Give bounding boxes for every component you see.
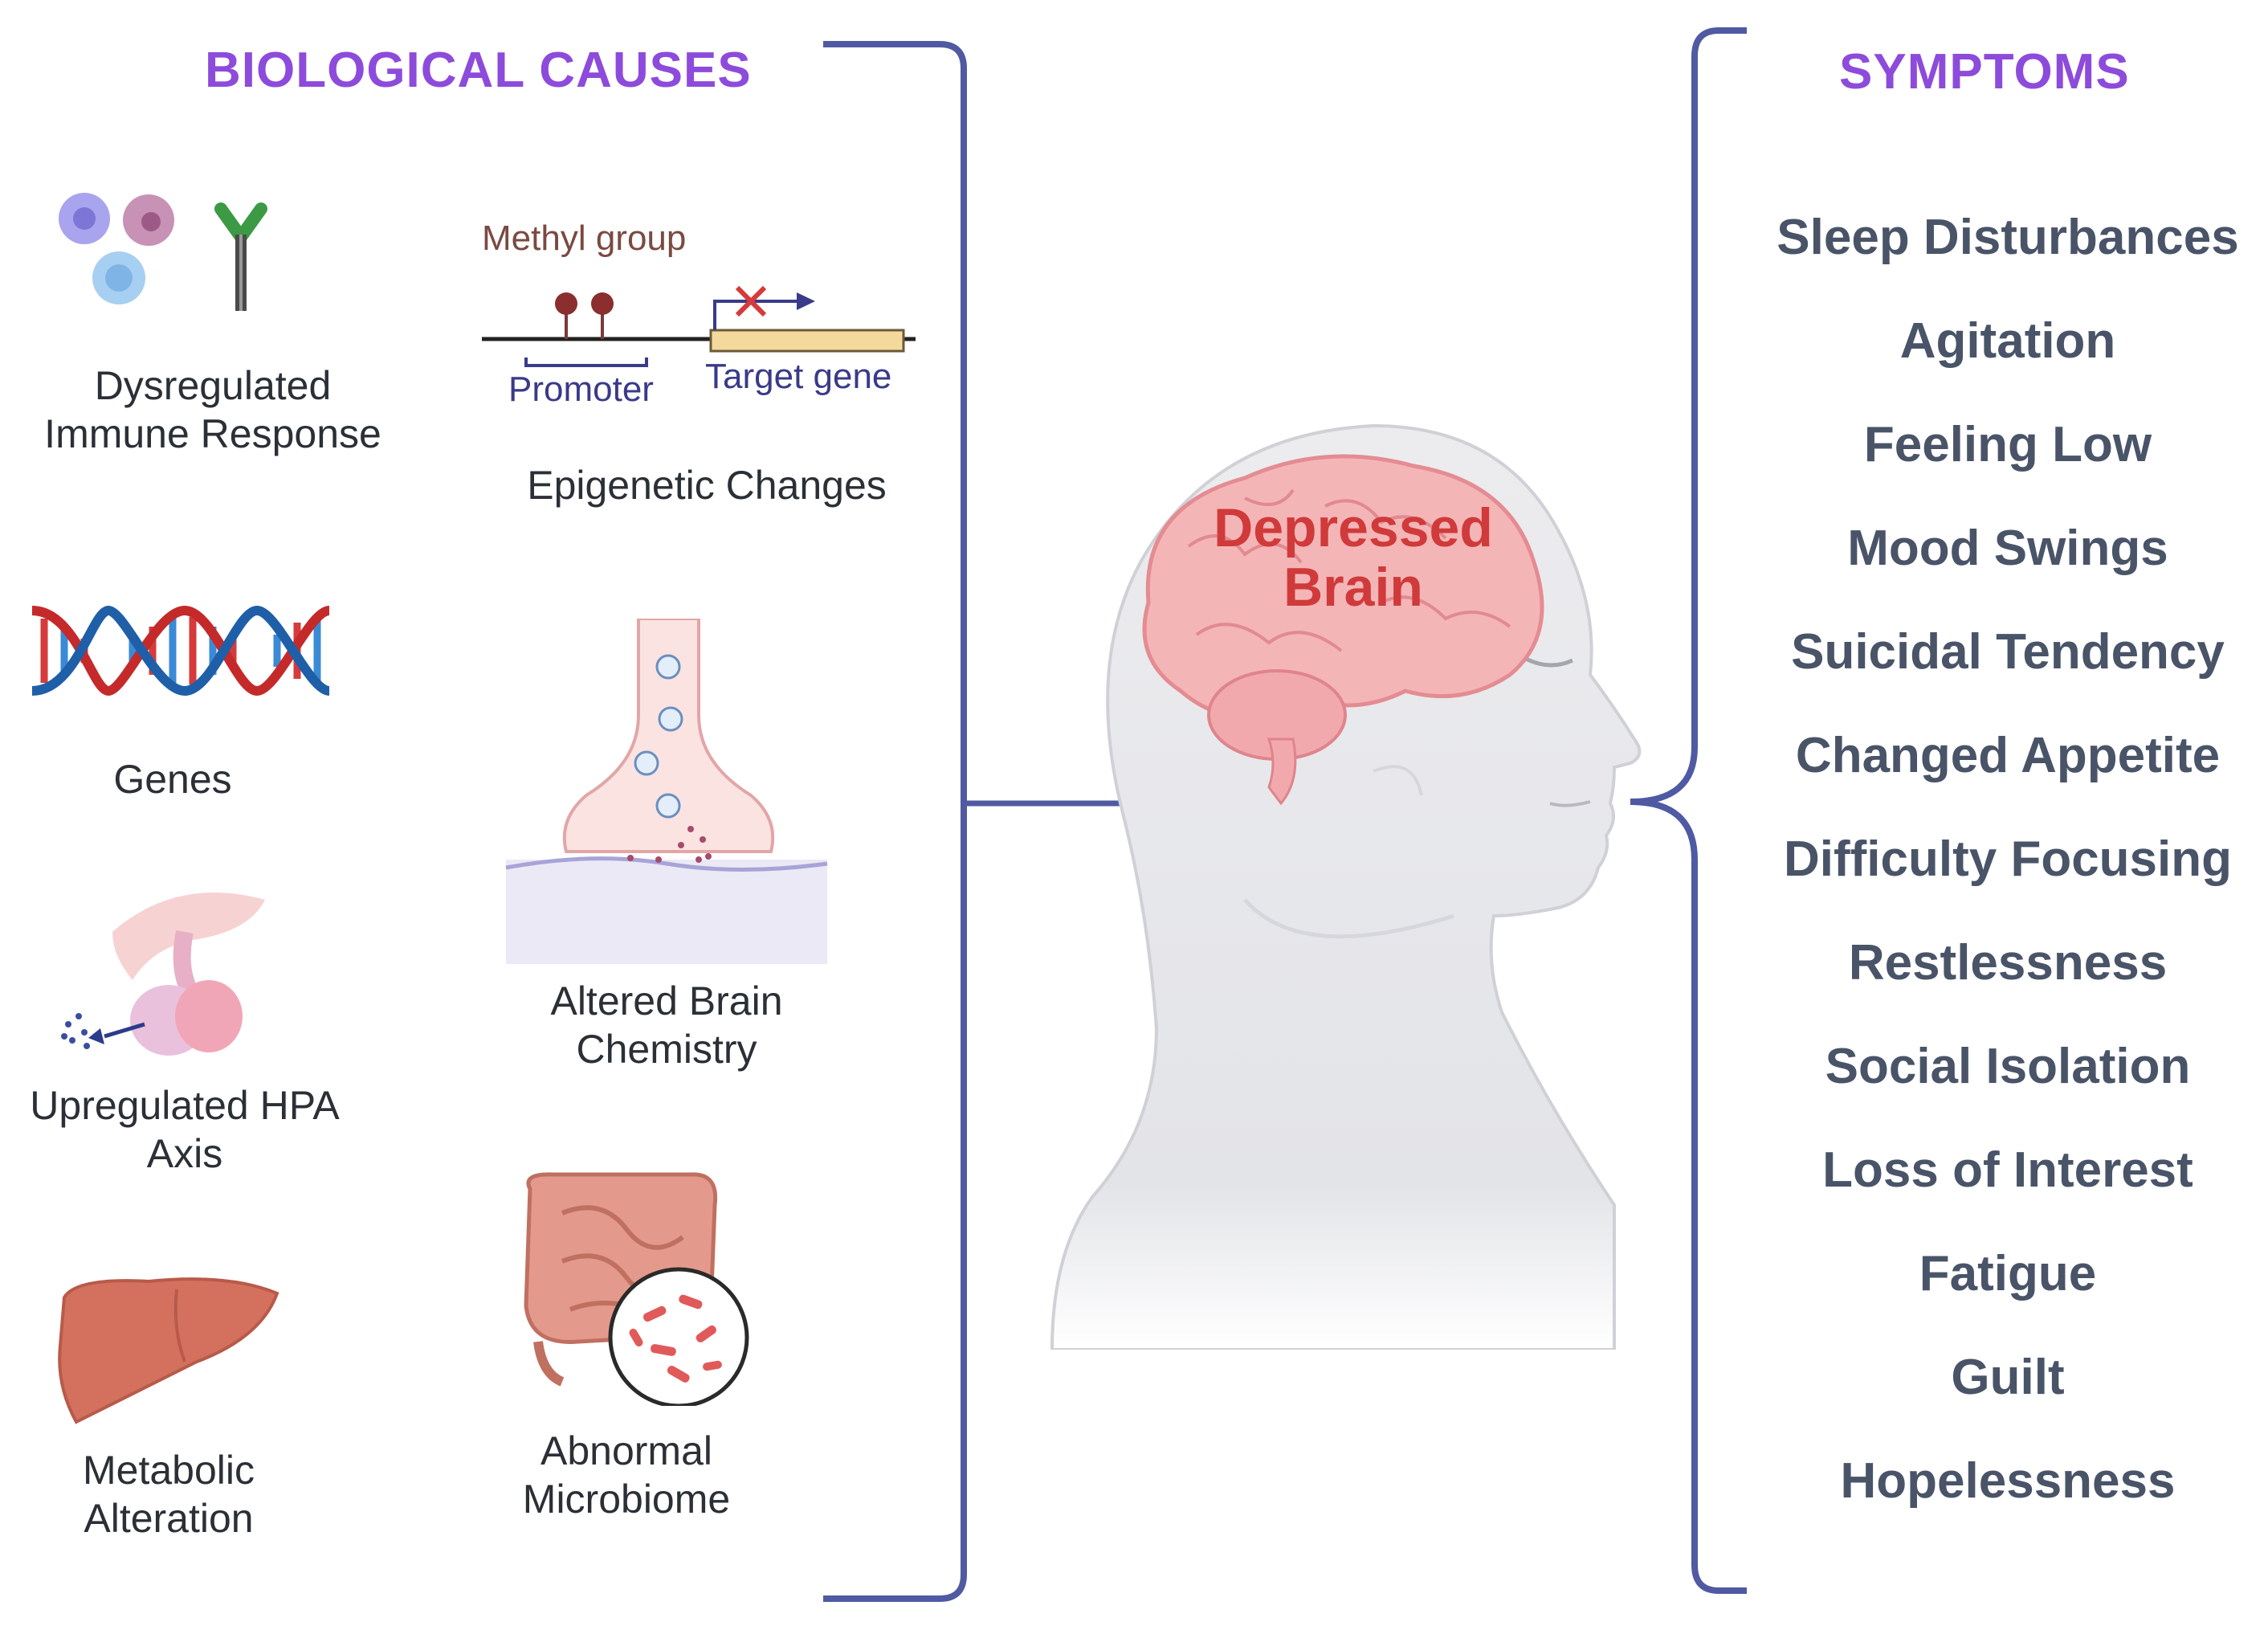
biological-causes-heading: BIOLOGICAL CAUSES [205, 43, 752, 98]
symptoms-brace [1630, 27, 1747, 1594]
symptom-item: Difficulty Focusing [1784, 831, 2232, 887]
abnormal-microbiome-label: Abnormal Microbiome [522, 1428, 731, 1522]
symptom-item: Fatigue [1919, 1246, 2097, 1301]
upregulated-hpa-axis-label: Upregulated HPA Axis [30, 1083, 340, 1176]
liver-icon [58, 1277, 279, 1424]
head-profile-icon [1050, 423, 1642, 1350]
symptom-item: Suicidal Tendency [1791, 624, 2225, 680]
hpa-axis-icon [61, 893, 265, 1056]
symptom-item: Hopelessness [1840, 1453, 2176, 1509]
epigenetic-gene-icon [482, 285, 916, 367]
immune-cells-icon [59, 193, 267, 311]
symptoms-heading: SYMPTOMS [1839, 44, 2130, 100]
symptom-item: Loss of Interest [1822, 1142, 2193, 1198]
immune-response-label: Dysregulated Immune Response [44, 363, 381, 456]
symptom-item: Agitation [1899, 313, 2116, 369]
symptom-item: Guilt [1951, 1350, 2065, 1405]
symptom-item: Mood Swings [1847, 521, 2168, 576]
causes-bracket [823, 41, 967, 1602]
metabolic-alteration-label: Metabolic Alteration [83, 1448, 255, 1541]
symptom-item: Social Isolation [1825, 1039, 2191, 1094]
altered-brain-chemistry-label: Altered Brain Chemistry [550, 978, 783, 1072]
depressed-brain-label: Depressed Brain [1214, 497, 1493, 618]
epigenetic-changes-label: Epigenetic Changes [527, 463, 887, 508]
microbiome-intestine-icon [524, 1172, 749, 1406]
genes-label: Genes [113, 757, 232, 802]
promoter-label: Promoter [508, 370, 654, 409]
symptom-item: Restlessness [1848, 935, 2168, 991]
symptom-item: Sleep Disturbances [1776, 210, 2239, 265]
symptom-item: Changed Appetite [1795, 728, 2221, 783]
methyl-group-label: Methyl group [482, 219, 687, 258]
target-gene-label: Target gene [705, 357, 892, 396]
symptom-item: Feeling Low [1863, 417, 2152, 472]
synapse-icon [505, 619, 828, 964]
dna-helix-icon [31, 605, 331, 697]
